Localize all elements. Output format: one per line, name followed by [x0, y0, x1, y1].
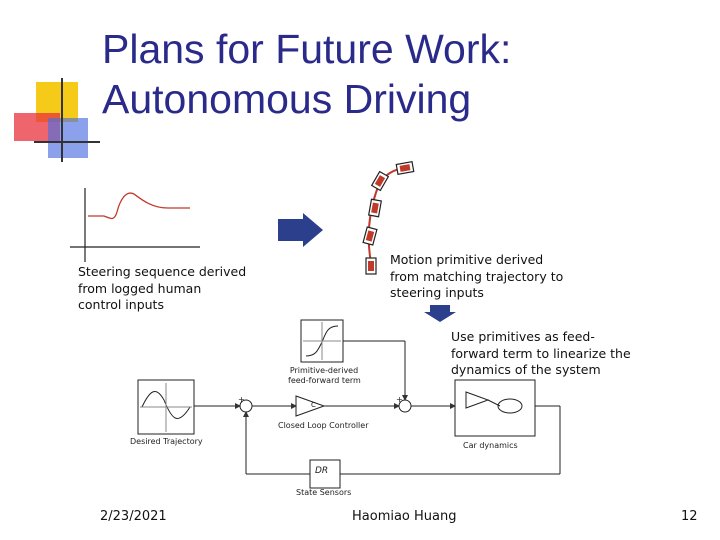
slide-title: Plans for Future Work: Autonomous Drivin… — [102, 24, 702, 124]
control-block-diagram: + + — [137, 319, 561, 489]
motion-caption: Motion primitive derived from matching t… — [390, 252, 564, 300]
svg-text:+: + — [238, 395, 245, 404]
decor-squares — [14, 78, 100, 162]
car-trajectory-icon — [362, 160, 415, 275]
steering-plot — [70, 188, 200, 262]
page-number: 12 — [681, 509, 698, 524]
title-line-1: Plans for Future Work: — [102, 26, 512, 72]
title-line-2: Autonomous Driving — [102, 76, 472, 122]
state-sensors-label: State Sensors — [296, 488, 352, 497]
controller-symbol: C — [311, 401, 316, 409]
decor-corner — [0, 0, 110, 170]
right-arrow-icon — [278, 213, 323, 247]
feedforward-block-label-1: Primitive-derived — [289, 366, 359, 375]
feedforward-caption: Use primitives as feed- forward term to … — [451, 329, 631, 377]
controller-label: Closed Loop Controller — [278, 421, 369, 430]
footer-author: Haomiao Huang — [352, 509, 457, 524]
desired-trajectory-label: Desired Trajectory — [130, 437, 203, 446]
feedforward-block-label-2: feed-forward term — [288, 376, 361, 385]
steering-caption: Steering sequence derived from logged hu… — [78, 264, 247, 312]
car-dynamics-label: Car dynamics — [463, 441, 518, 450]
down-arrow-icon — [424, 305, 456, 322]
feedforward-block-label: Primitive-derived feed-forward term — [288, 366, 361, 386]
svg-text:+: + — [396, 395, 403, 404]
sensor-symbol: DR — [315, 466, 329, 476]
footer-date: 2/23/2021 — [100, 509, 167, 524]
